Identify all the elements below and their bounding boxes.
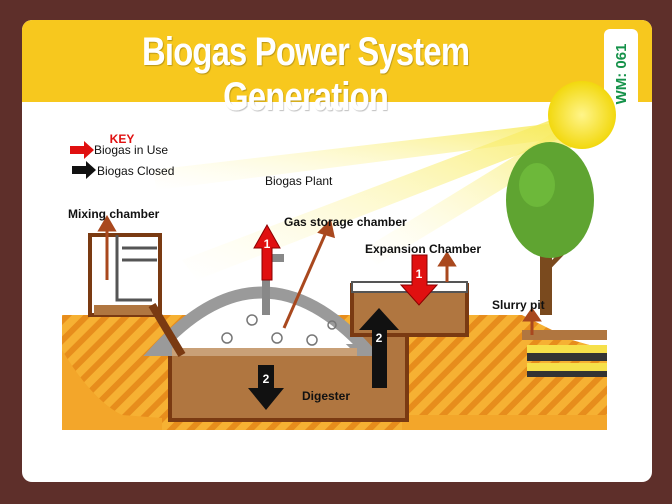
- red-up-arrow: 1: [253, 223, 281, 281]
- key-item-closed: Biogas Closed: [97, 164, 174, 178]
- black-arrow-icon: [72, 161, 96, 179]
- svg-text:2: 2: [376, 331, 383, 345]
- mixing-label: Mixing chamber: [68, 207, 160, 221]
- biogas-diagram: 1 1 2 2 KEY Biogas in Us: [62, 81, 616, 430]
- plant-label: Biogas Plant: [265, 174, 333, 188]
- svg-text:1: 1: [264, 237, 271, 251]
- red-arrow-icon: [70, 141, 94, 159]
- tree-icon: [506, 142, 594, 315]
- slurry-label: Slurry pit: [492, 298, 545, 312]
- key-heading: KEY: [110, 132, 135, 146]
- gas-storage-label: Gas storage chamber: [284, 215, 407, 229]
- red-down-arrow: 1: [399, 254, 439, 306]
- black-down-arrow: 2: [248, 365, 284, 410]
- slide-title: Biogas Power System Generation: [142, 30, 470, 119]
- title-banner: Biogas Power System Generation: [22, 20, 652, 119]
- gas-pipe: [262, 254, 284, 315]
- mixing-chamber: [88, 233, 186, 358]
- key-legend: KEY Biogas in Use Biogas Closed: [70, 132, 174, 179]
- slide-card: Biogas Power System Generation WM: 061: [22, 20, 652, 482]
- svg-text:1: 1: [416, 267, 423, 281]
- svg-text:2: 2: [263, 372, 270, 386]
- pointer-arrows: [97, 215, 542, 335]
- digester-label: Digester: [302, 389, 350, 403]
- expansion-label: Expansion Chamber: [365, 242, 481, 256]
- black-up-arrow: 2: [359, 308, 399, 388]
- key-item-in-use: Biogas in Use: [94, 143, 168, 157]
